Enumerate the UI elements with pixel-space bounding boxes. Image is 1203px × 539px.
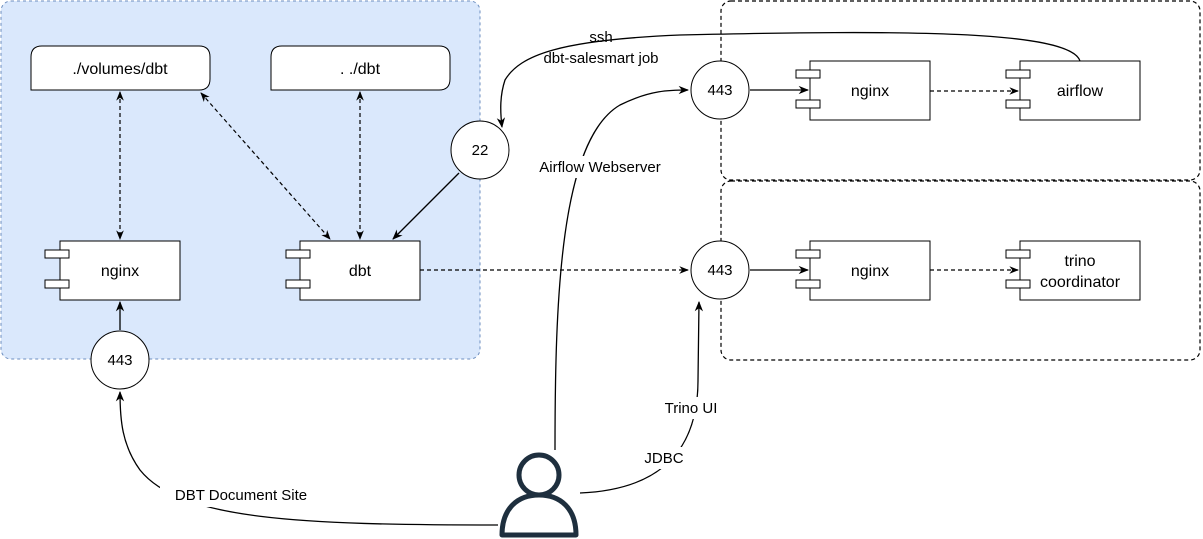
dbt-document-site-label-bg [160, 485, 322, 507]
component-airflow-nginx[interactable]: nginx [795, 60, 931, 121]
component-trino-nginx[interactable]: nginx [795, 240, 931, 301]
airflow-webserver-label: Airflow Webserver [539, 159, 660, 176]
airflow-host-group[interactable] [720, 0, 1201, 181]
ssh-job-label: dbt-salesmart job [543, 50, 658, 67]
ssh-label: ssh [589, 29, 612, 46]
component-port-icon [795, 249, 821, 259]
trino-ui-label-bg [655, 397, 727, 419]
edge-ssh-port-to-dbt [392, 172, 460, 240]
dbt-document-site-label: DBT Document Site [175, 487, 307, 504]
component-port-icon [1005, 249, 1031, 259]
port-airflow-443-label: 443 [707, 82, 732, 99]
port-airflow-443[interactable]: 443 [690, 60, 750, 120]
component-port-icon [285, 279, 311, 289]
volume-volumes-dbt-label: ./volumes/dbt [72, 61, 168, 78]
component-dbt[interactable]: dbt [285, 240, 421, 301]
jdbc-label-bg [636, 447, 692, 469]
component-port-icon [1005, 69, 1031, 79]
trino-ui-label: Trino UI [665, 400, 718, 417]
trino-coordinator-label-line2: coordinator [1040, 274, 1121, 291]
trino-coordinator-label-line1: trino [1064, 253, 1095, 270]
port-trino-443-label: 443 [707, 262, 732, 279]
component-left-nginx[interactable]: nginx [44, 240, 181, 301]
user-icon[interactable] [499, 452, 579, 538]
component-port-icon [795, 99, 821, 109]
airflow-label: airflow [1057, 83, 1104, 100]
trino-nginx-label: nginx [851, 263, 889, 280]
dbt-label: dbt [349, 263, 372, 280]
edge-user-to-airflow-webserver [554, 85, 690, 451]
component-port-icon [795, 69, 821, 79]
component-port-icon [44, 249, 70, 259]
component-port-icon [44, 279, 70, 289]
jdbc-label: JDBC [644, 450, 683, 467]
component-port-icon [1005, 99, 1031, 109]
port-ssh-22-label: 22 [472, 142, 489, 159]
left-nginx-label: nginx [101, 263, 139, 280]
volume-parent-dbt[interactable]: . ./dbt [270, 45, 451, 91]
component-port-icon [1005, 279, 1031, 289]
component-airflow[interactable]: airflow [1005, 60, 1141, 121]
airflow-nginx-label: nginx [851, 83, 889, 100]
volume-parent-dbt-label: . ./dbt [340, 61, 381, 78]
edge-volume-to-dbt [200, 92, 331, 240]
component-trino-coordinator[interactable]: trino coordinator [1005, 240, 1141, 301]
component-port-icon [795, 279, 821, 289]
port-dbt-docs-443[interactable]: 443 [90, 330, 150, 390]
port-dbt-docs-443-label: 443 [107, 352, 132, 369]
component-port-icon [285, 249, 311, 259]
airflow-webserver-label-bg [530, 156, 670, 178]
port-ssh-22[interactable]: 22 [450, 120, 510, 180]
volume-volumes-dbt[interactable]: ./volumes/dbt [30, 45, 211, 91]
trino-host-group[interactable] [720, 180, 1201, 361]
edge-airflow-ssh-to-dbt [496, 31, 1081, 129]
port-trino-443[interactable]: 443 [690, 240, 750, 300]
